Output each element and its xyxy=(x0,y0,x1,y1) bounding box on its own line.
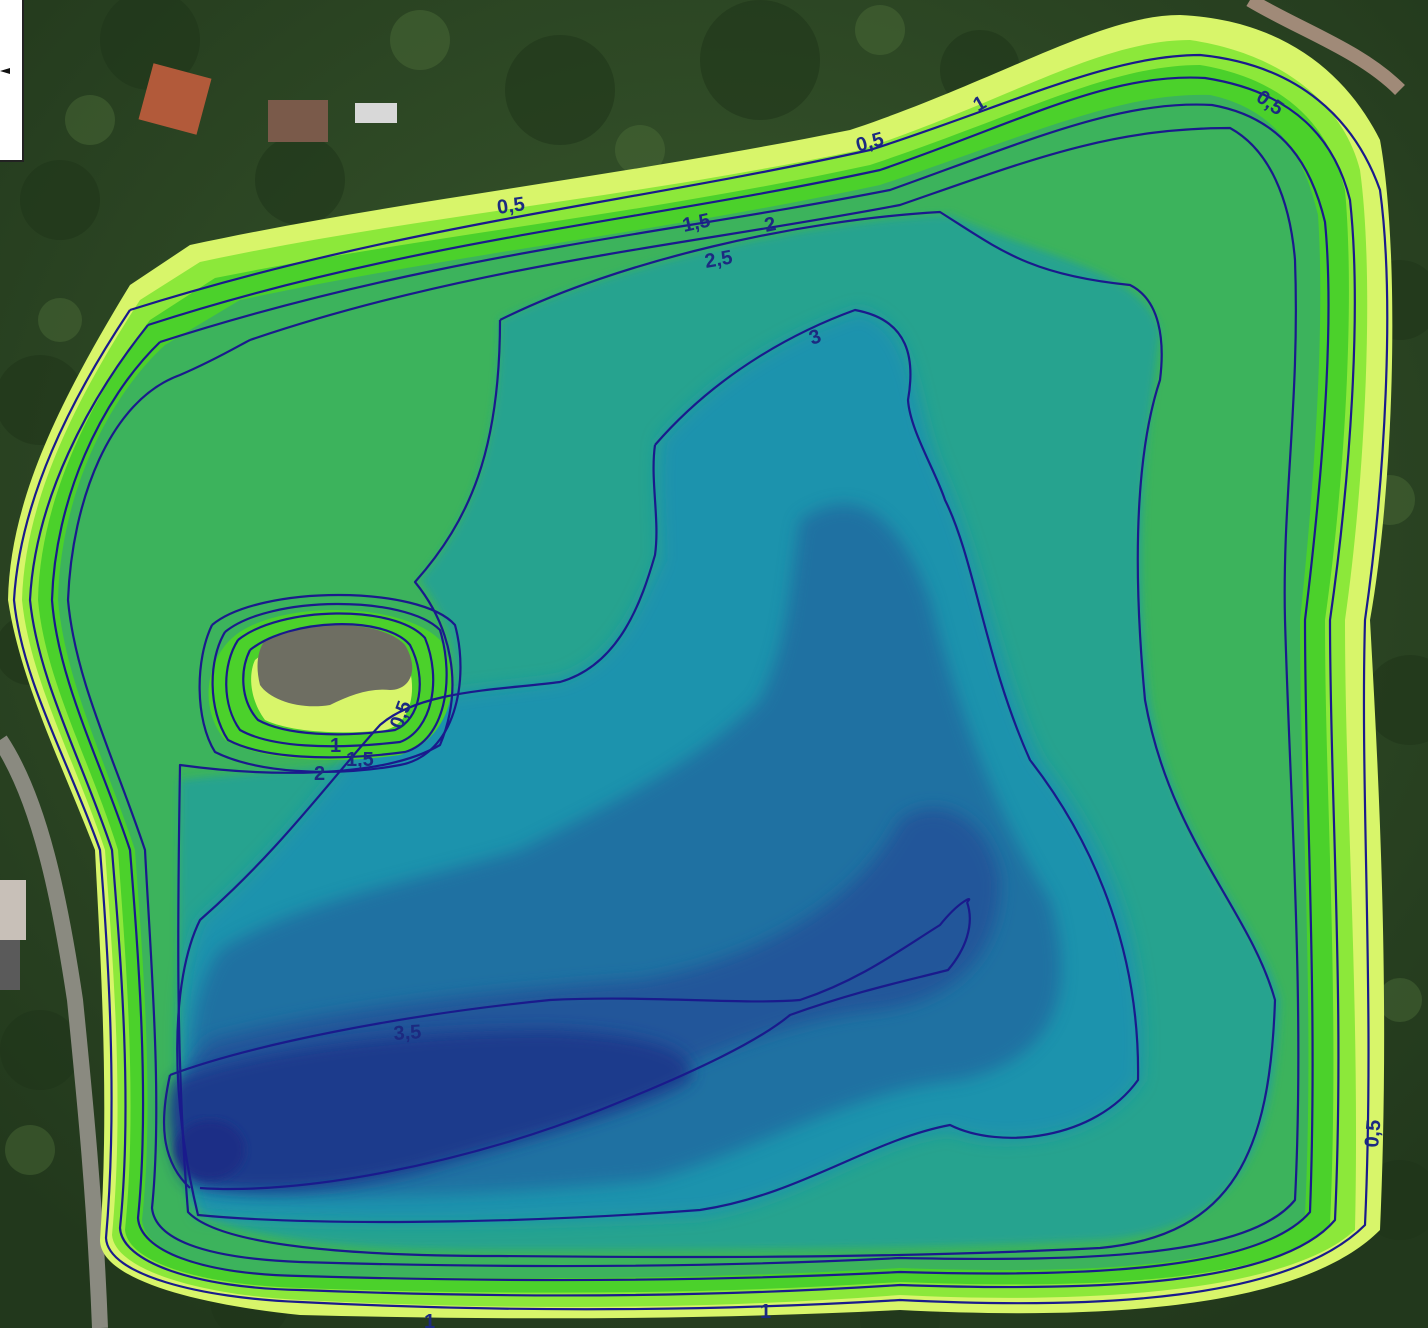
contour-island-1-5 xyxy=(211,602,448,759)
contour-3-5 xyxy=(169,898,971,1077)
contour-island-0-5 xyxy=(242,623,421,736)
building xyxy=(0,940,20,990)
contour-label: 2 xyxy=(314,763,325,785)
contour-2-5 xyxy=(177,210,1277,1259)
road xyxy=(0,735,108,1328)
island-land xyxy=(257,624,413,707)
contour-3-5-closing xyxy=(162,1074,191,1189)
building xyxy=(0,880,26,940)
contour-lines xyxy=(12,53,1389,1311)
road-top-right xyxy=(1246,0,1405,95)
contour-label: 0,5 xyxy=(1361,1119,1385,1149)
building xyxy=(138,63,212,135)
contour-label: 3,5 xyxy=(393,1021,422,1045)
contour-label: 1 xyxy=(760,1301,771,1323)
contour-label: 0,5 xyxy=(496,193,527,219)
contour-1-outer xyxy=(28,76,1356,1297)
legend-box xyxy=(0,0,24,162)
contour-island-2 xyxy=(198,594,462,773)
contour-label: 2 xyxy=(762,213,777,237)
north-arrow-icon xyxy=(0,68,10,74)
contour-2-outer xyxy=(66,126,1300,1268)
contour-0-5-outer xyxy=(12,53,1389,1311)
contour-island-1 xyxy=(225,612,435,748)
contour-label: 1 xyxy=(424,1311,435,1328)
depth-band-deepest xyxy=(168,1030,692,1191)
contour-label: 1 xyxy=(330,735,341,757)
contour-label: 1,5 xyxy=(346,749,374,771)
contour-1-5-outer xyxy=(50,103,1330,1282)
deepest-spot xyxy=(175,1120,245,1180)
contour-3 xyxy=(176,308,1140,1224)
building xyxy=(268,100,328,142)
forest-highlights xyxy=(5,5,1422,1175)
contour-label: 2,5 xyxy=(703,246,734,272)
building xyxy=(355,103,397,123)
contour-3-5-east xyxy=(199,901,971,1191)
depth-fills xyxy=(8,15,1393,1319)
